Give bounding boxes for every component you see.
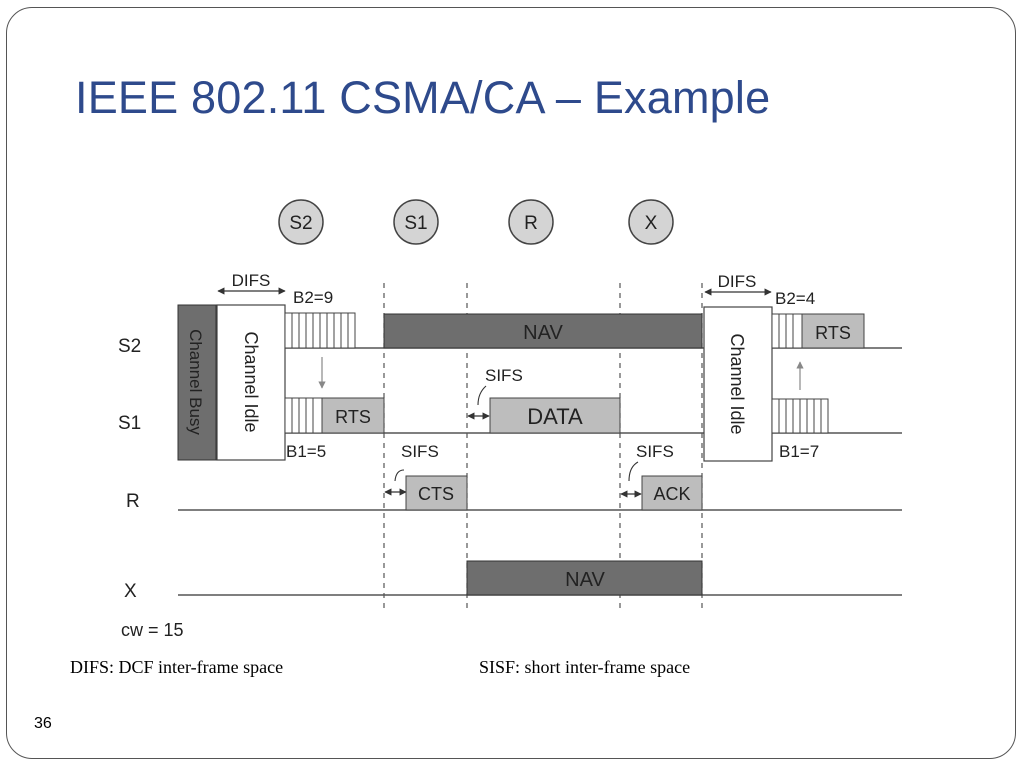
- sifs-ack-pointer: [628, 461, 639, 482]
- sifs-ack-label: SIFS: [636, 442, 674, 461]
- channel-idle-left-block: Channel Idle: [216, 304, 286, 461]
- data-s1-label: DATA: [527, 404, 583, 429]
- row-label-s1: S1: [118, 413, 141, 434]
- caption-sisf: SISF: short inter-frame space: [479, 657, 691, 677]
- node-s1-label: S1: [404, 213, 427, 234]
- node-s1: S1: [393, 199, 439, 245]
- node-x-label: X: [645, 213, 658, 234]
- node-x: X: [628, 199, 674, 245]
- caption-difs: DIFS: DCF inter-frame space: [70, 657, 284, 677]
- sifs-cts-pointer: [394, 469, 405, 482]
- nav-frame-x: NAV: [466, 560, 703, 596]
- slide-title: IEEE 802.11 CSMA/CA – Example: [75, 72, 771, 123]
- channel-busy-label: Channel Busy: [186, 329, 205, 435]
- channel-idle-left-label: Channel Idle: [241, 331, 261, 432]
- channel-idle-right-label: Channel Idle: [727, 333, 747, 434]
- slide-number: 36: [34, 715, 52, 732]
- ack-r-label: ACK: [653, 484, 690, 504]
- b1-first-label: B1=5: [286, 442, 326, 461]
- node-r: R: [508, 199, 554, 245]
- nav-x-label: NAV: [565, 569, 605, 591]
- b2-second-label: B2=4: [775, 289, 815, 308]
- nav-s2-label: NAV: [523, 322, 563, 344]
- node-s2-label: S2: [289, 213, 312, 234]
- cts-r-label: CTS: [418, 484, 454, 504]
- rts-frame-s1: RTS: [321, 397, 385, 434]
- difs-left-label: DIFS: [232, 271, 271, 290]
- slide-frame: [6, 7, 1016, 759]
- row-label-x: X: [124, 581, 137, 602]
- nav-frame-s2: NAV: [383, 313, 703, 349]
- b1-second-label: B1=7: [779, 442, 819, 461]
- backoff-s2-second: [771, 313, 803, 349]
- sifs-data-label: SIFS: [485, 366, 523, 385]
- rts-frame-s2: RTS: [801, 313, 865, 349]
- sifs-data-pointer: [477, 385, 487, 406]
- backoff-s1-first: [284, 397, 323, 434]
- cw-label: cw = 15: [121, 620, 184, 640]
- row-label-s2: S2: [118, 336, 141, 357]
- cts-frame-r: CTS: [405, 475, 468, 511]
- rts-s1-label: RTS: [335, 407, 371, 427]
- data-frame-s1: DATA: [489, 397, 621, 434]
- node-s2: S2: [278, 199, 324, 245]
- backoff-s2-first: [284, 312, 356, 349]
- b2-first-label: B2=9: [293, 288, 333, 307]
- node-r-label: R: [524, 213, 538, 234]
- difs-right-label: DIFS: [718, 272, 757, 291]
- channel-busy-block: Channel Busy: [177, 304, 217, 461]
- channel-idle-right-block: Channel Idle: [703, 306, 773, 462]
- rts-s2-label: RTS: [815, 323, 851, 343]
- ack-frame-r: ACK: [641, 475, 703, 511]
- backoff-s1-second: [771, 398, 829, 434]
- sifs-cts-label: SIFS: [401, 442, 439, 461]
- row-label-r: R: [126, 491, 140, 512]
